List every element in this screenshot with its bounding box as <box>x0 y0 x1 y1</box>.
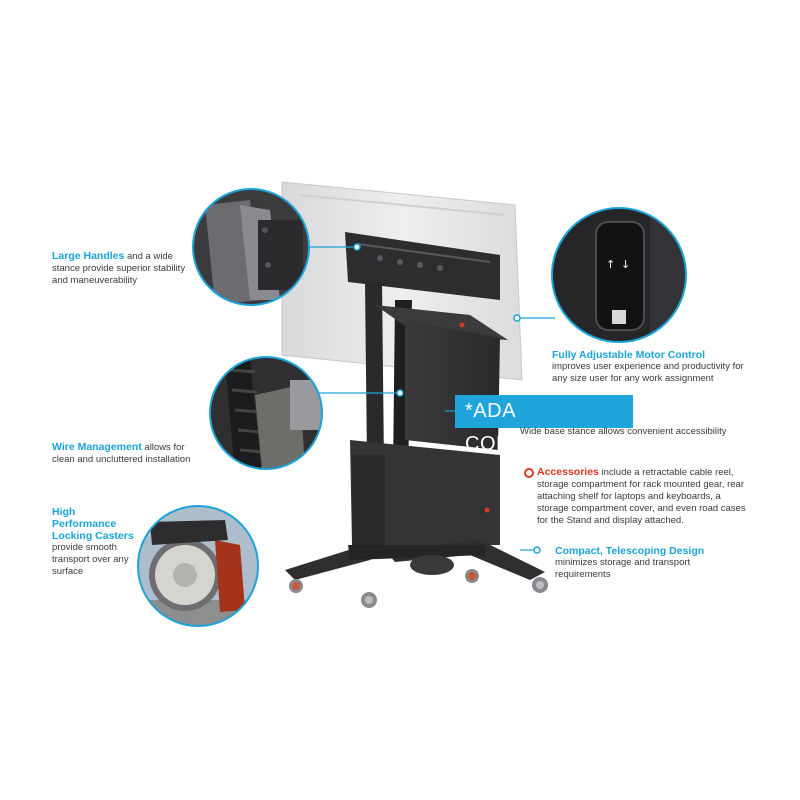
callout-casters: High Performance Locking Casters provide… <box>52 506 142 578</box>
ada-compliant-text: Wide base stance allows convenient acces… <box>520 426 727 437</box>
callout-accessories: Accessories include a retractable cable … <box>537 466 752 527</box>
callout-motor-control: Fully Adjustable Motor Control improves … <box>552 349 752 385</box>
callout-compact-design-text: minimizes storage and transport requirem… <box>555 557 691 580</box>
brand-logo-icon <box>612 310 626 324</box>
callout-accessories-title: Accessories <box>537 466 599 478</box>
ada-compliant-badge: *ADA COMPLIANT <box>455 395 633 455</box>
callout-motor-control-text: improves user experience and productivit… <box>552 361 744 384</box>
callout-compact-design-title: Compact, Telescoping Design <box>555 545 705 557</box>
stand-base <box>285 540 548 608</box>
zoom-circle-handles <box>192 188 310 306</box>
motor-up-arrow-icon: ↑ <box>606 258 615 271</box>
zoom-circle-wire <box>209 356 323 470</box>
callout-casters-title: High Performance Locking Casters <box>52 506 134 542</box>
callout-dots <box>353 243 541 554</box>
callout-large-handles-text: and a wide stance provide superior stabi… <box>52 251 186 286</box>
zoom-circle-casters <box>137 505 259 627</box>
accessories-marker-icon <box>524 468 534 478</box>
zoom-circle-motor: ↑ ↓ <box>551 207 687 343</box>
callout-wire-management: Wire Management allows for clean and unc… <box>52 441 202 466</box>
callout-compact-design: Compact, Telescoping Design minimizes st… <box>555 545 745 581</box>
callout-large-handles: Large Handles and a wide stance provide … <box>52 250 202 287</box>
callout-casters-text: provide smooth transport over any surfac… <box>52 542 129 577</box>
callout-wire-management-title: Wire Management <box>52 441 142 453</box>
callout-accessories-text: include a retractable cable reel, storag… <box>537 467 746 526</box>
stand-frame <box>345 232 508 568</box>
callout-large-handles-title: Large Handles <box>52 250 125 262</box>
storage-compartment <box>350 440 500 545</box>
motor-down-arrow-icon: ↓ <box>621 258 630 271</box>
callout-motor-control-title: Fully Adjustable Motor Control <box>552 349 706 361</box>
callout-wire-management-text: allows for clean and uncluttered install… <box>52 442 191 465</box>
rear-shelf <box>375 305 508 340</box>
